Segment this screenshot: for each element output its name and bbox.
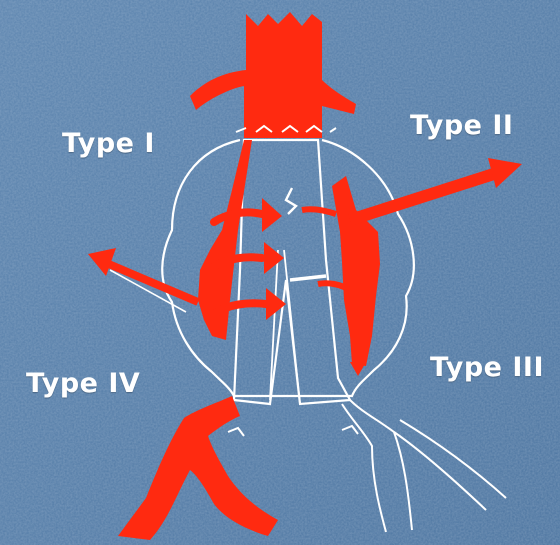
stent-graft-body (234, 140, 350, 404)
right-iliac-artery (342, 400, 506, 532)
distal-stent-marks (228, 426, 358, 436)
label-type-iii: Type III (430, 352, 544, 383)
type2-outward-arrow (350, 158, 522, 220)
type3-white-bar (290, 276, 326, 280)
type4-outward-arrow (88, 248, 198, 312)
proximal-aorta (190, 12, 356, 138)
label-type-ii: Type II (410, 110, 513, 141)
type3-junction-gap (286, 188, 296, 214)
label-type-i: Type I (62, 128, 155, 159)
label-type-iv: Type IV (26, 368, 140, 399)
graft-limb-divider (270, 250, 300, 404)
left-iliac-artery (118, 396, 278, 540)
